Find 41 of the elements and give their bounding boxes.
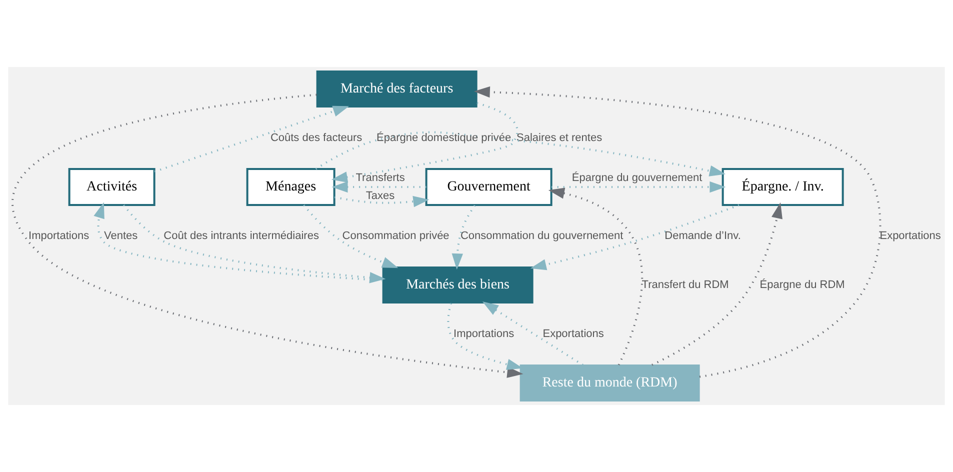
arrow [548,188,644,366]
edge-label: Demande d’Inv. [664,230,741,242]
edge-label: Transfert du RDM [642,278,729,291]
node-box: Reste du monde (RDM) [520,364,700,402]
arrow [552,181,726,193]
edge-label: Épargne du RDM [760,278,845,291]
edge-label: Importations [454,328,514,340]
edge-label: Taxes [366,190,395,202]
arrow [122,204,386,284]
arrow [530,204,740,270]
edge-label: Salaires et rentes [516,132,602,144]
node-box: Activités [68,168,156,206]
arrow [94,202,383,282]
edge-label: Épargne du gouvernement [572,172,702,184]
arrow [447,303,523,370]
edge-label: Coûts des facteurs [270,132,362,144]
arrow [154,106,350,173]
node-box: Gouvernement [425,168,552,206]
arrow [332,181,426,193]
edge-label: Exportations [880,230,941,242]
edge-label: Importations [28,230,90,242]
arrow [331,102,518,183]
arrow [452,204,476,270]
edge-label: Consommation privée [342,230,450,242]
edge-label: Ventes [104,230,138,242]
node-box: Ménages [246,168,336,206]
arrow [652,202,782,366]
arrow [334,196,430,208]
arrow [303,204,398,268]
arrow [315,131,726,176]
edge-label: Consommation du gouvernement [460,230,624,242]
edge-label: Exportations [542,328,604,340]
node-box: Épargne. / Inv. [722,168,844,206]
arrow [12,94,524,378]
arrow [474,86,882,378]
edge-label: Transferts [356,172,405,184]
node-box: Marché des facteurs [316,70,478,108]
arrow [482,302,584,366]
edge-label: Coût des intrants intermédiaires [164,230,319,242]
edge-label: Épargne domestique privée [376,132,512,144]
node-box: Marchés des biens [382,266,534,304]
